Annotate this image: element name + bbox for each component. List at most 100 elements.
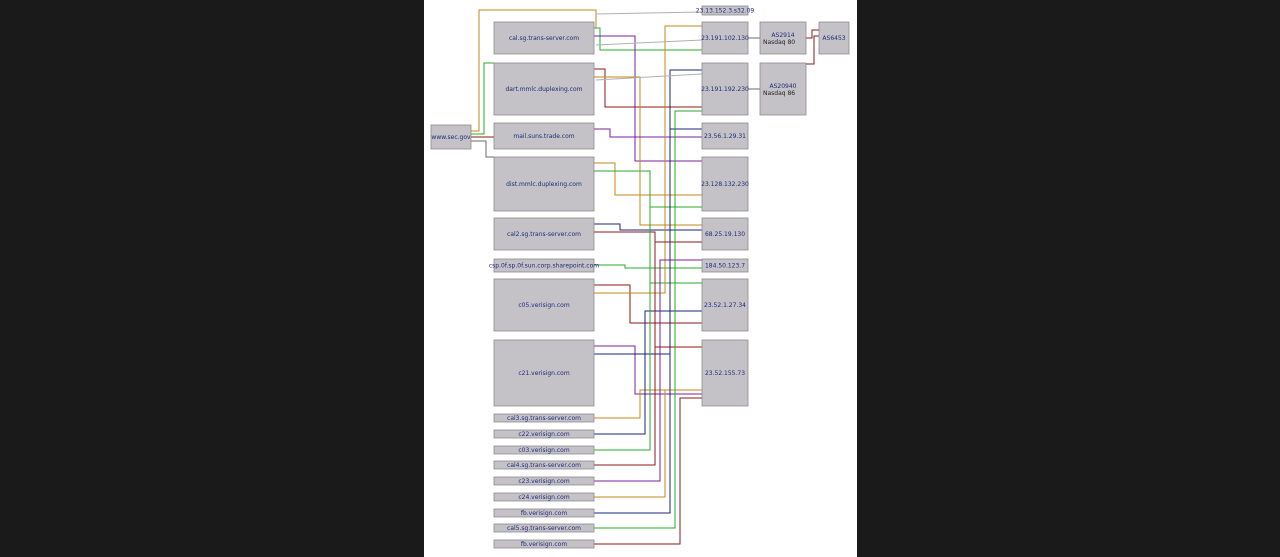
node-box [701,122,749,150]
ip-node[interactable]: 23.191.192.230 [701,62,749,116]
asn-sublabel: Nasdaq 80 [763,39,795,46]
hostname-node[interactable]: c22.verisign.com [493,429,595,439]
node-box [493,156,595,212]
node-box [493,278,595,332]
hostname-node[interactable]: cal3.sg.trans-server.com [493,413,595,423]
edge-host-ip-2 [594,170,702,284]
edge-host-ip-2 [594,25,702,294]
node-box [701,156,749,212]
hostname-node[interactable]: fb.verisign.com [493,539,595,549]
hostname-node[interactable]: cal4.sg.trans-server.com [493,460,595,470]
node-box [493,508,595,518]
edge-host-ip [594,206,702,451]
hostname-node[interactable]: cal5.sg.trans-server.com [493,523,595,533]
node-label: 23.56.1.29.31 [704,133,746,140]
node-box [493,429,595,439]
ip-node[interactable]: 23.56.1.29.31 [701,122,749,150]
hostname-node[interactable]: c23.verisign.com [493,476,595,486]
node-box [701,278,749,332]
node-box [701,62,749,116]
node-label: cal2.sg.trans-server.com [507,231,581,238]
node-label: dart.mmlc.duplexing.com [506,86,583,93]
node-label: cal3.sg.trans-server.com [507,415,581,422]
node-label: 23.191.102.130 [701,35,749,42]
edge-asn-final [806,29,819,39]
ip-node[interactable]: 23.13.152.3.s32.09 [696,5,755,16]
node-label: c24.verisign.com [518,494,569,501]
ip-node[interactable]: 68.25.19.130 [701,217,749,251]
hostname-node[interactable]: cal.sg.trans-server.com [493,21,595,55]
edge-host-ip [594,223,702,231]
edge-top [595,39,703,46]
node-box [493,460,595,470]
ip-node[interactable]: 23.52.155.73 [701,339,749,407]
edge-host-ip [594,241,702,466]
edge-host-ip-2 [594,76,702,226]
node-label: cal5.sg.trans-server.com [507,525,581,532]
dns-dependency-graph: www.sec.gov cal.sg.trans-server.com dart.m… [430,5,850,549]
edge-top [595,11,703,15]
node-label: cal.sg.trans-server.com [509,35,579,42]
hostname-node[interactable]: c21.verisign.com [493,339,595,407]
edge-host-ip [594,264,702,269]
edge-host-ip [594,110,702,529]
ip-node[interactable]: 184.50.123.7 [701,258,749,273]
node-layer: www.sec.gov cal.sg.trans-server.com dart.m… [430,5,850,549]
hostname-node[interactable]: cal2.sg.trans-server.com [493,217,595,251]
hostname-node[interactable]: dart.mmlc.duplexing.com [493,62,595,116]
node-box [493,523,595,533]
node-label: mail.suns.trade.com [513,133,574,140]
edge-host-ip [594,27,702,51]
ip-node[interactable]: 23.128.132.230 [701,156,749,212]
node-box [818,21,850,55]
node-label: AS2914 [771,32,794,39]
upstream-asn-node[interactable]: AS6453 [818,21,850,55]
root-node[interactable]: www.sec.gov [430,124,472,150]
node-box [493,492,595,502]
hostname-node[interactable]: mail.suns.trade.com [493,122,595,150]
node-box [701,339,749,407]
diagram-canvas: www.sec.gov cal.sg.trans-server.com dart.m… [424,0,857,557]
edge-host-ip [594,397,702,545]
hostname-node[interactable]: c03.verisign.com [493,445,595,455]
asn-sublabel: Nasdaq 86 [763,90,795,97]
edge-root-cal [471,9,597,132]
node-label: 184.50.123.7 [705,263,745,270]
edge-host-ip [594,389,702,498]
node-box [493,413,595,423]
hostname-node[interactable]: fb.verisign.com [493,508,595,518]
edge-host-ip [594,68,702,108]
edge-host-ip [594,259,702,482]
node-box [493,445,595,455]
hostname-node[interactable]: csp.0f.sp.0f.sun.corp.sharepoint.com [489,258,599,273]
node-box [701,21,749,55]
node-box [701,258,749,273]
node-box [701,5,749,16]
node-box [493,217,595,251]
hostname-node[interactable]: c24.verisign.com [493,492,595,502]
edge-host-ip [594,128,702,138]
ip-node[interactable]: 23.191.102.130 [701,21,749,55]
edge-host-ip [594,310,702,435]
node-label: 23.52.155.73 [705,370,745,377]
node-box [493,258,595,273]
node-box [759,21,807,55]
node-box [493,122,595,150]
node-label: cal4.sg.trans-server.com [507,462,581,469]
hostname-node[interactable]: c05.verisign.com [493,278,595,332]
hostname-node[interactable]: dist.mmlc.duplexing.com [493,156,595,212]
node-box [493,21,595,55]
node-label: c03.verisign.com [518,447,569,454]
edge-host-ip-2 [594,231,702,348]
node-label: c05.verisign.com [518,302,569,309]
edge-top [595,73,703,81]
node-label: c21.verisign.com [518,370,569,377]
node-label: csp.0f.sp.0f.sun.corp.sharepoint.com [489,263,599,270]
ip-node[interactable]: 23.52.1.27.34 [701,278,749,332]
node-box [493,339,595,407]
node-label: 23.13.152.3.s32.09 [696,8,755,15]
edge-host-ip [594,284,702,324]
node-box [430,124,472,150]
